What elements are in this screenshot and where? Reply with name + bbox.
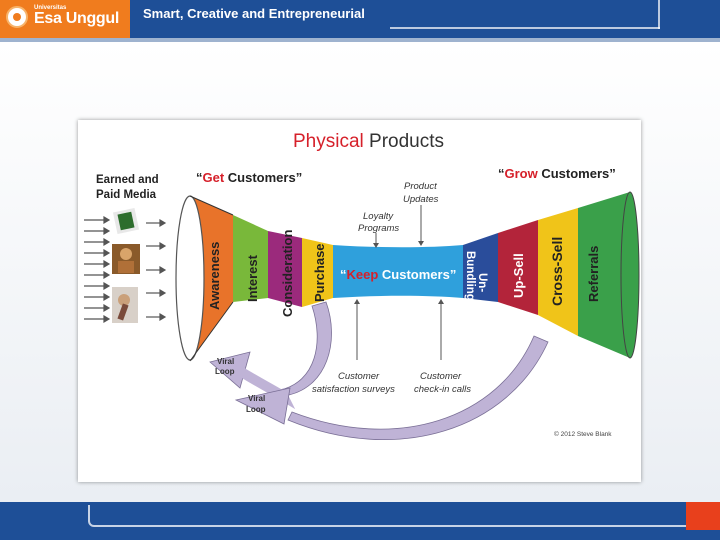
surveys-label-2: satisfaction surveys <box>312 384 395 395</box>
stage-unbundling-label-1: Un- <box>476 273 488 292</box>
viral-loop-arrowhead-2-icon <box>234 387 291 425</box>
product-updates-label-2: Updates <box>403 194 439 205</box>
footer-decoration <box>88 505 690 527</box>
product-updates-arrow-icon <box>418 241 424 246</box>
funnel-left-rim <box>175 195 205 361</box>
diagram-title: Physical Products <box>293 131 444 152</box>
viral-loop-2-label-b: Loop <box>246 405 266 414</box>
logo-text: Esa Unggul <box>34 10 120 27</box>
viral-loop-1-label-b: Loop <box>215 367 235 376</box>
stage-unbundling-label-2: Bundling <box>464 251 476 301</box>
stage-referrals-label: Referrals <box>586 246 601 302</box>
stage-consideration-band <box>268 231 302 307</box>
stage-interest-band <box>233 215 268 302</box>
stage-upsell-band <box>498 220 538 315</box>
header-separator <box>0 38 720 42</box>
funnel-diagram: Physical Products Earned and Paid Media … <box>84 131 640 440</box>
media-thumbnail-people-icon <box>112 244 140 274</box>
media-label-line2: Paid Media <box>96 189 157 201</box>
media-thumbnail-phone-icon <box>112 207 140 235</box>
checkin-label-1: Customer <box>420 371 462 382</box>
loyalty-arrow-icon <box>373 243 379 248</box>
media-label-line1: Earned and <box>96 174 159 186</box>
header-tagline: Smart, Creative and Entrepreneurial <box>143 6 365 21</box>
product-updates-label-1: Product <box>404 181 437 192</box>
stage-interest-label: Interest <box>245 254 260 302</box>
funnel-right-rim <box>620 191 640 359</box>
loyalty-programs-label-1: Loyalty <box>363 211 394 222</box>
media-thumbnail-hand-icon <box>112 287 138 323</box>
stage-unbundling-band <box>463 233 498 302</box>
university-logo: Universitas Esa Unggul <box>0 0 130 38</box>
media-arrows <box>84 215 167 324</box>
customer-funnel-figure: Physical Products Earned and Paid Media … <box>78 120 641 482</box>
stage-purchase-label: Purchase <box>312 243 327 302</box>
copyright-text: © 2012 Steve Blank <box>554 430 612 438</box>
logo-emblem-icon <box>6 6 28 28</box>
header-decoration <box>390 27 660 29</box>
get-customers-heading: “Get Customers” <box>196 170 302 185</box>
footer-bar <box>0 502 720 540</box>
stage-consideration-label: Consideration <box>280 230 295 317</box>
stage-crosssell-band <box>538 208 578 336</box>
logo-small-text: Universitas <box>34 5 67 11</box>
grow-customers-heading: “Grow Customers” <box>498 166 616 181</box>
viral-loop-1-label-a: Viral <box>217 357 234 366</box>
keep-customers-band <box>333 245 463 298</box>
stage-awareness-label: Awareness <box>207 242 222 310</box>
loyalty-programs-label-2: Programs <box>358 223 399 234</box>
surveys-label-1: Customer <box>338 371 380 382</box>
viral-loop-2-label-a: Viral <box>248 394 265 403</box>
stage-upsell-label: Up-Sell <box>511 253 526 298</box>
checkin-label-2: check-in calls <box>414 384 471 395</box>
checkin-arrow-icon <box>438 299 444 304</box>
stage-purchase-band <box>302 238 333 307</box>
viral-loop-arrow-2 <box>287 335 549 440</box>
footer-accent <box>686 502 720 530</box>
keep-customers-heading: “Keep Customers” <box>340 267 456 282</box>
stage-crosssell-label: Cross-Sell <box>549 237 565 306</box>
header-decoration <box>658 0 660 29</box>
stage-referrals-band <box>578 192 630 358</box>
surveys-arrow-icon <box>354 299 360 304</box>
